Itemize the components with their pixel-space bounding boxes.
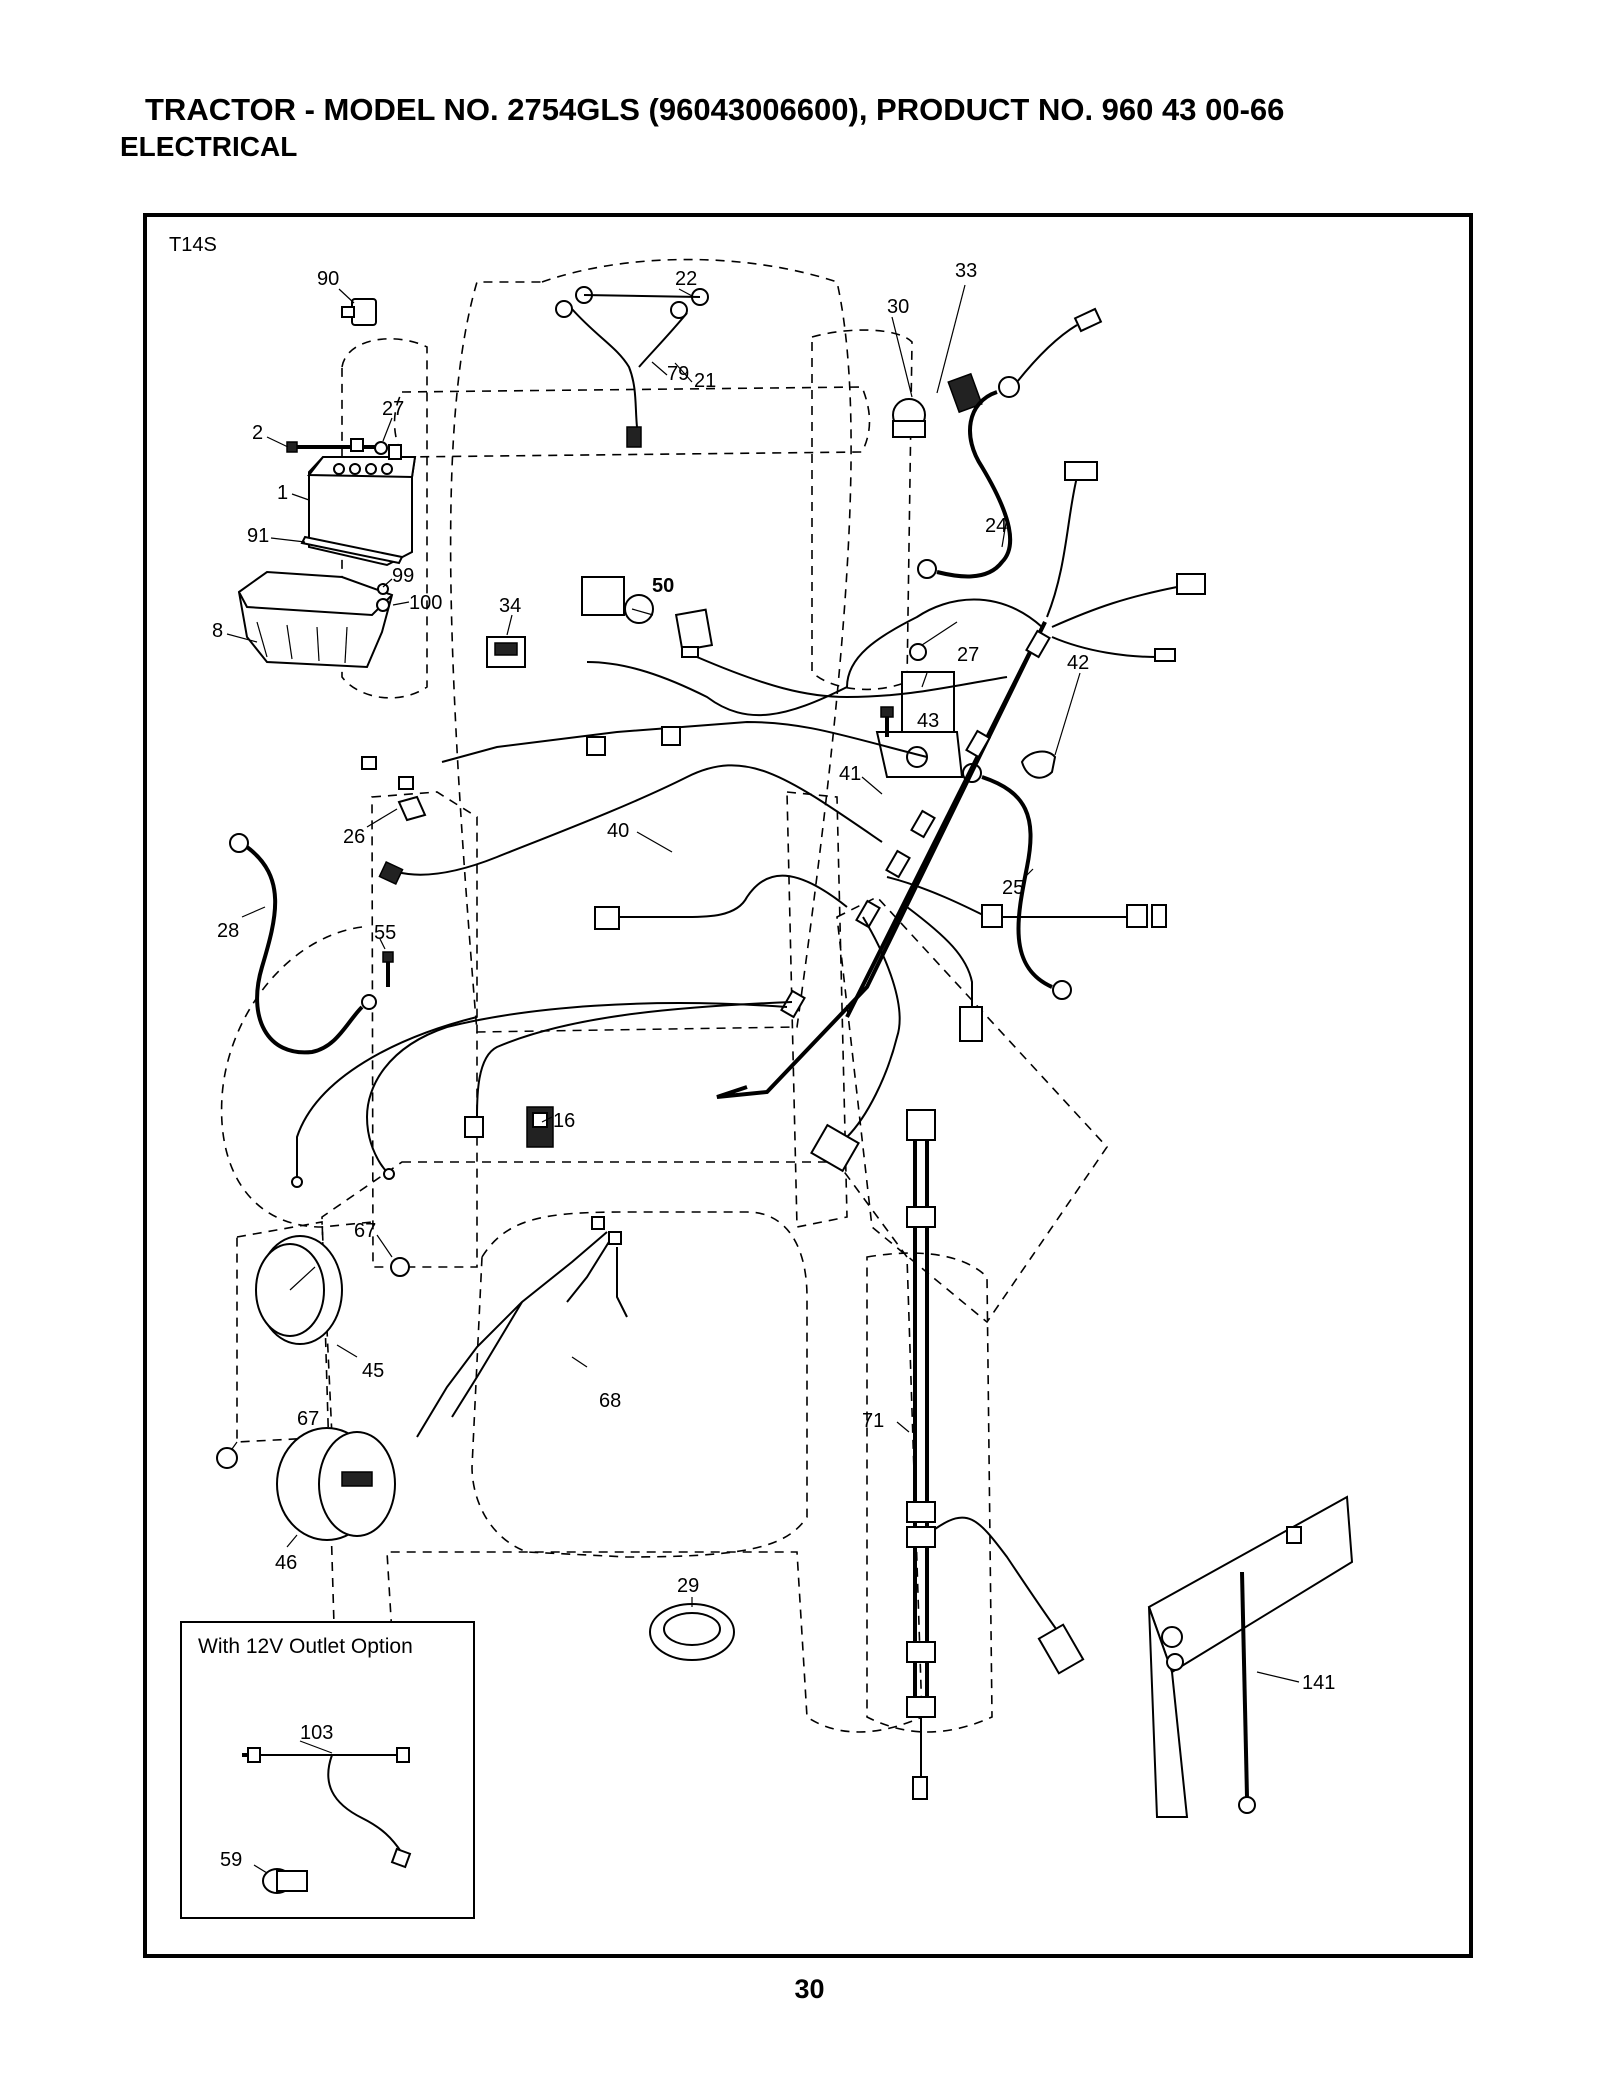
part-67-nut (390, 1257, 410, 1277)
rear-right-outline (866, 1252, 993, 1733)
callout-27b: 27 (957, 644, 979, 666)
part-43-starter-solenoid (875, 671, 964, 778)
part-50-ignition-switch (581, 576, 654, 624)
callout-79: 79 (667, 363, 689, 385)
part-103-outlet-harness: 103 (242, 1722, 412, 1869)
part-2-bolt (286, 441, 388, 455)
part-99-screw (377, 583, 389, 595)
part-40-main-harness (291, 461, 1206, 1188)
diagram-drawing: 90 22 79 21 30 33 27 2 1 91 99 100 8 34 … (212, 258, 1354, 1818)
part-91-hold-down-strap (300, 535, 404, 565)
center-frame-outline (371, 791, 478, 1268)
rear-left-outline (236, 1221, 333, 1443)
callout-45: 45 (362, 1360, 384, 1382)
part-34-switch (486, 636, 526, 668)
callout-46: 46 (275, 1552, 297, 1574)
part-46-hour-meter (276, 1427, 396, 1541)
part-16-connector (526, 1106, 554, 1148)
callout-71: 71 (862, 1410, 884, 1432)
part-41-bolt (880, 706, 894, 737)
part-90-connector-boot (341, 298, 377, 326)
callout-67b: 67 (297, 1408, 319, 1430)
part-26-fuse (397, 795, 427, 822)
callout-91: 91 (247, 525, 269, 547)
right-area-outline (811, 329, 913, 691)
callout-141: 141 (1302, 1672, 1335, 1694)
callout-99: 99 (392, 565, 414, 587)
part-45-gauge (255, 1235, 343, 1345)
seat-outline (471, 1211, 808, 1558)
part-67-nut-lower (216, 1447, 238, 1469)
callout-90: 90 (317, 268, 339, 290)
part-141-switch-assembly (1147, 1495, 1354, 1818)
callout-40: 40 (607, 820, 629, 842)
callout-leaders (226, 284, 1300, 1683)
label-card (674, 608, 714, 652)
callout-30: 30 (887, 296, 909, 318)
section-subtitle: ELECTRICAL (120, 131, 298, 162)
callout-68: 68 (599, 1390, 621, 1412)
page-number: 30 (794, 1974, 825, 2004)
callout-100: 100 (409, 592, 442, 614)
callout-22: 22 (675, 268, 697, 290)
callout-1: 1 (277, 482, 288, 504)
callout-24: 24 (985, 515, 1007, 537)
hood-outline (449, 258, 852, 1033)
inset-callout-59: 59 (220, 1849, 242, 1871)
part-59-outlet-socket: 59 (220, 1849, 308, 1894)
electrical-diagram: 90 22 79 21 30 33 27 2 1 91 99 100 8 34 … (143, 213, 1473, 1958)
callout-55: 55 (374, 922, 396, 944)
callout-8: 8 (212, 620, 223, 642)
part-27-nut (909, 643, 927, 661)
callout-34: 34 (499, 595, 521, 617)
callout-16: 16 (553, 1110, 575, 1132)
part-30-ignition-switch (892, 398, 926, 438)
part-71-harness (906, 1109, 1085, 1800)
part-29-grommet (649, 1603, 735, 1661)
part-55-screw (382, 951, 394, 987)
inset-callout-103: 103 (300, 1722, 333, 1744)
callout-26: 26 (343, 826, 365, 848)
part-79-headlight-harness (555, 286, 709, 448)
callout-29: 29 (677, 1575, 699, 1597)
callout-67: 67 (354, 1220, 376, 1242)
callout-42: 42 (1067, 652, 1089, 674)
fender-right-outline (836, 896, 1109, 1324)
part-42-terminal-boot (1020, 750, 1057, 779)
page-title: TRACTOR - MODEL NO. 2754GLS (96043006600… (145, 92, 1285, 127)
left-wheel-outline (220, 926, 373, 1228)
diagram-code: T14S (169, 234, 217, 256)
callout-27: 27 (382, 398, 404, 420)
part-8-battery-tray (237, 570, 394, 669)
callout-41: 41 (839, 763, 861, 785)
part-33-module (947, 372, 983, 414)
inset-drawing: 103 59 (220, 1722, 412, 1894)
battery-area-outline (341, 338, 428, 699)
part-100-nut (376, 598, 390, 612)
callout-50: 50 (652, 575, 674, 597)
callout-labels: 90 22 79 21 30 33 27 2 1 91 99 100 8 34 … (212, 260, 1335, 1694)
callout-43: 43 (917, 710, 939, 732)
part-28-ground-cable (229, 833, 377, 1055)
option-inset: With 12V Outlet Option 103 59 (180, 1621, 475, 1919)
callout-2: 2 (252, 422, 263, 444)
right-frame-outline (786, 791, 848, 1228)
callout-33: 33 (955, 260, 977, 282)
callout-21: 21 (694, 370, 716, 392)
part-24-battery-cable (917, 307, 1103, 579)
part-1-battery (306, 438, 417, 567)
callout-28: 28 (217, 920, 239, 942)
part-68-harness (416, 1216, 628, 1438)
inset-title: With 12V Outlet Option (198, 1635, 413, 1658)
callout-25: 25 (1002, 877, 1024, 899)
